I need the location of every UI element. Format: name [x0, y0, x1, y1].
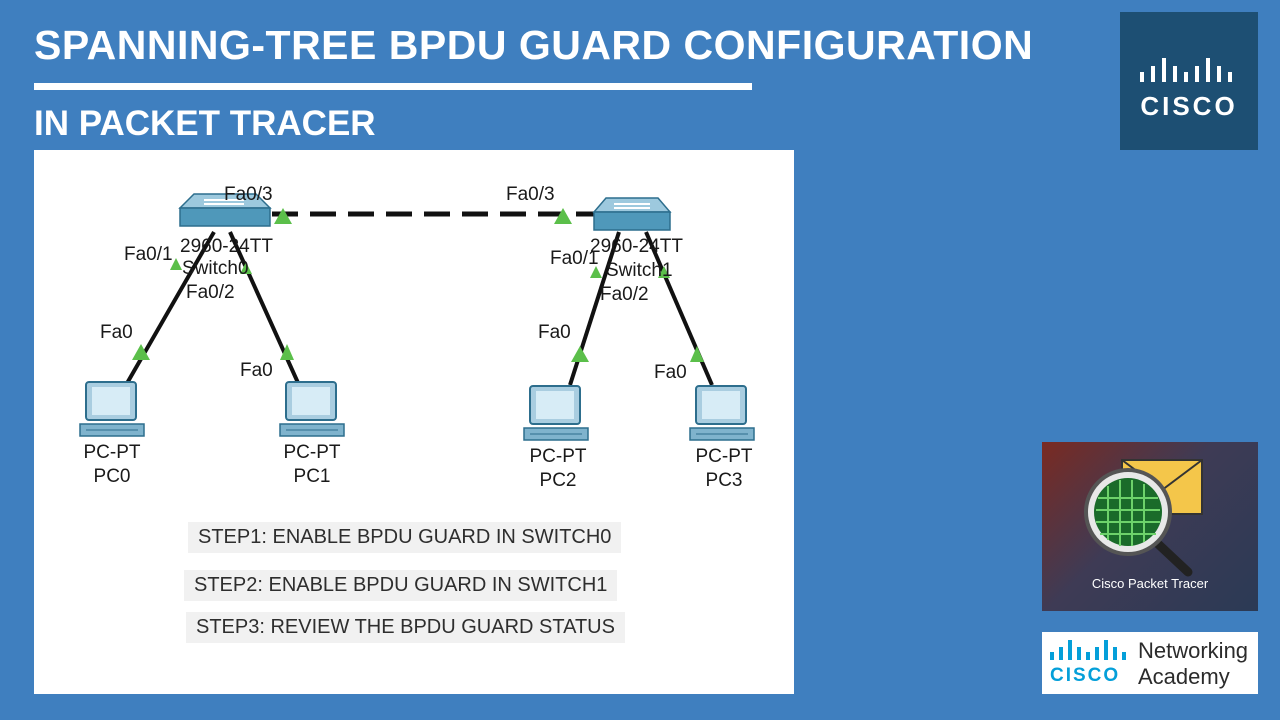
- step-2-note: STEP2: ENABLE BPDU GUARD IN SWITCH1: [184, 570, 618, 601]
- packet-tracer-thumbnail: Cisco Packet Tracer: [1042, 442, 1258, 611]
- pc2-icon: [523, 385, 589, 441]
- pc3-type-label: PC-PT: [695, 446, 753, 467]
- pc2-name-label: PC2: [539, 470, 577, 491]
- pc0-name-label: PC0: [93, 466, 131, 487]
- sw0-fa02-label: Fa0/2: [186, 282, 235, 303]
- pc0-type-label: PC-PT: [83, 442, 141, 463]
- sw0-uplink-port-label: Fa0/3: [224, 184, 273, 205]
- sw1-uplink-port-label: Fa0/3: [506, 184, 555, 205]
- link-status-icons: [132, 208, 704, 362]
- page-title: SPANNING-TREE BPDU GUARD CONFIGURATION: [34, 22, 1034, 68]
- page-subtitle: IN PACKET TRACER: [34, 104, 376, 143]
- switch0-icon: [178, 193, 272, 227]
- switch0-name-label: Switch0: [182, 258, 249, 279]
- switch1-icon: [592, 197, 672, 231]
- switch1-name-label: Switch1: [606, 260, 673, 281]
- cisco-wordmark: CISCO: [1140, 91, 1238, 121]
- pc1-icon: [279, 381, 345, 437]
- title-underline: [34, 83, 752, 90]
- step-1-note: STEP1: ENABLE BPDU GUARD IN SWITCH0: [188, 522, 622, 553]
- sw1-fa02-label: Fa0/2: [600, 284, 649, 305]
- pc3-port-label: Fa0: [654, 362, 687, 383]
- pc1-name-label: PC1: [293, 466, 331, 487]
- pc3-icon: [689, 385, 755, 441]
- pc0-port-label: Fa0: [100, 322, 133, 343]
- netacad-line1: Networking: [1138, 638, 1249, 663]
- switch0-model-label: 2960-24TT: [180, 236, 273, 257]
- topology-canvas: [79, 193, 755, 441]
- netacad-line2: Academy: [1138, 664, 1230, 689]
- thumbnail-caption: Cisco Packet Tracer: [1091, 576, 1209, 591]
- cisco-bars-icon: [1140, 58, 1232, 82]
- sw1-fa01-label: Fa0/1: [550, 248, 599, 269]
- step-3-note: STEP3: REVIEW THE BPDU GUARD STATUS: [186, 612, 625, 643]
- pc1-type-label: PC-PT: [283, 442, 341, 463]
- packet-tracer-icon: [1084, 459, 1203, 577]
- pc1-port-label: Fa0: [240, 360, 273, 381]
- netacad-cisco-wordmark: CISCO: [1050, 665, 1121, 686]
- netacad-bars-icon: [1050, 640, 1126, 660]
- networking-academy-logo: CISCO Networking Academy: [1042, 632, 1258, 694]
- sw0-fa01-label: Fa0/1: [124, 244, 173, 265]
- pc3-name-label: PC3: [705, 470, 743, 491]
- pc2-port-label: Fa0: [538, 322, 571, 343]
- pc0-icon: [79, 381, 145, 437]
- switch1-model-label: 2960-24TT: [590, 236, 683, 257]
- topology-diagram: 2960-24TT Switch0 2960-24TT Switch1 Fa0/…: [34, 150, 794, 694]
- pc2-type-label: PC-PT: [529, 446, 587, 467]
- cisco-logo: CISCO: [1120, 12, 1258, 150]
